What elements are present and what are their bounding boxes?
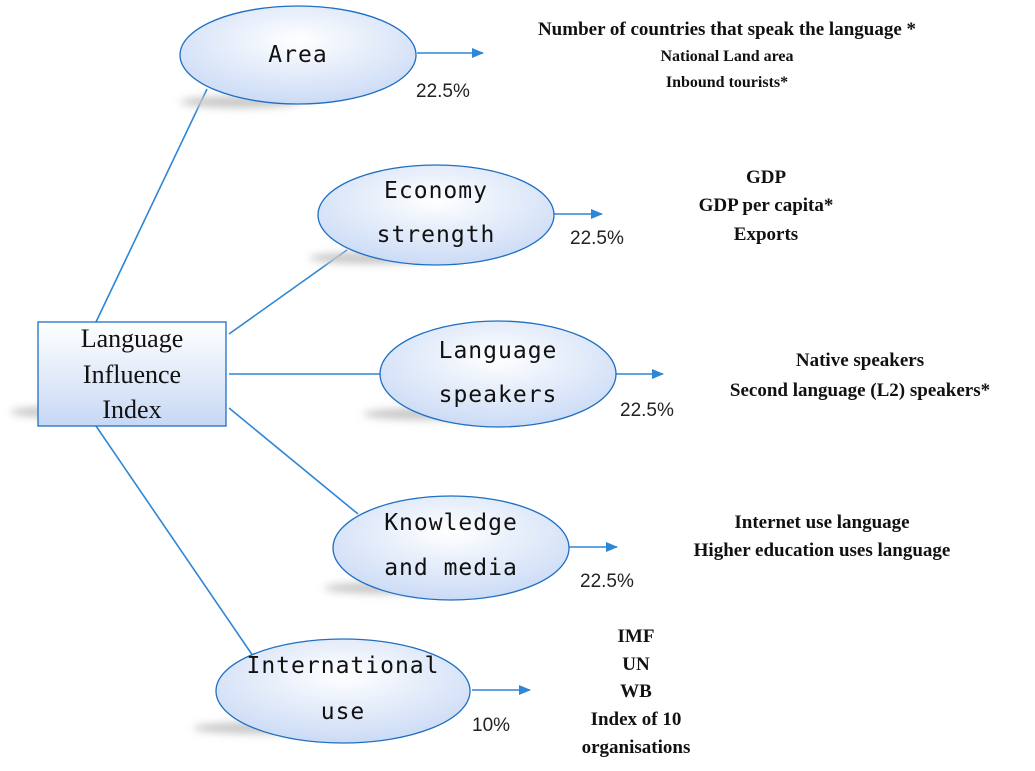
indicator-international: UN xyxy=(622,654,650,675)
node-label-knowledge: and media xyxy=(384,555,518,581)
node-label-international: International xyxy=(246,653,439,679)
node-area xyxy=(179,5,417,105)
node-label-international: use xyxy=(321,699,366,725)
indicator-international: organisations xyxy=(582,737,691,758)
node-speakers xyxy=(379,320,617,428)
indicator-economy: GDP xyxy=(746,167,787,188)
weight-international: 10% xyxy=(472,715,510,736)
weight-knowledge: 22.5% xyxy=(580,571,634,592)
indicator-area: Number of countries that speak the langu… xyxy=(538,19,916,40)
indicator-speakers: Native speakers xyxy=(796,350,924,371)
nodes xyxy=(37,5,617,744)
weight-area: 22.5% xyxy=(416,81,470,102)
connectors xyxy=(95,48,664,695)
connector-knowledge xyxy=(228,407,359,515)
indicator-international: WB xyxy=(620,681,652,702)
node-label-economy: strength xyxy=(377,222,496,248)
weight-economy: 22.5% xyxy=(570,228,624,249)
node-knowledge xyxy=(332,495,570,601)
indicator-area: National Land area xyxy=(660,48,793,65)
indicator-speakers: Second language (L2) speakers* xyxy=(730,380,990,401)
weight-speakers: 22.5% xyxy=(620,400,674,421)
node-label-speakers: Language xyxy=(439,338,558,364)
indicator-international: Index of 10 xyxy=(591,709,682,730)
indicator-knowledge: Internet use language xyxy=(734,512,909,533)
root-node-box xyxy=(37,321,227,427)
root-label-line: Index xyxy=(102,395,161,424)
connector-economy xyxy=(228,249,348,335)
node-label-knowledge: Knowledge xyxy=(384,510,518,536)
node-label-speakers: speakers xyxy=(439,382,558,408)
node-international xyxy=(215,638,471,744)
connector-international xyxy=(95,425,254,657)
indicator-area: Inbound tourists* xyxy=(666,74,788,91)
connector-area xyxy=(95,88,208,323)
indicator-knowledge: Higher education uses language xyxy=(694,540,951,561)
indicator-economy: Exports xyxy=(734,224,798,245)
root-label-line: Influence xyxy=(83,360,181,389)
node-label-area: Area xyxy=(268,42,327,68)
root-label-line: Language xyxy=(81,324,184,353)
indicator-economy: GDP per capita* xyxy=(699,195,834,216)
node-label-economy: Economy xyxy=(384,178,488,204)
indicator-international: IMF xyxy=(618,626,655,647)
node-economy xyxy=(317,164,555,266)
